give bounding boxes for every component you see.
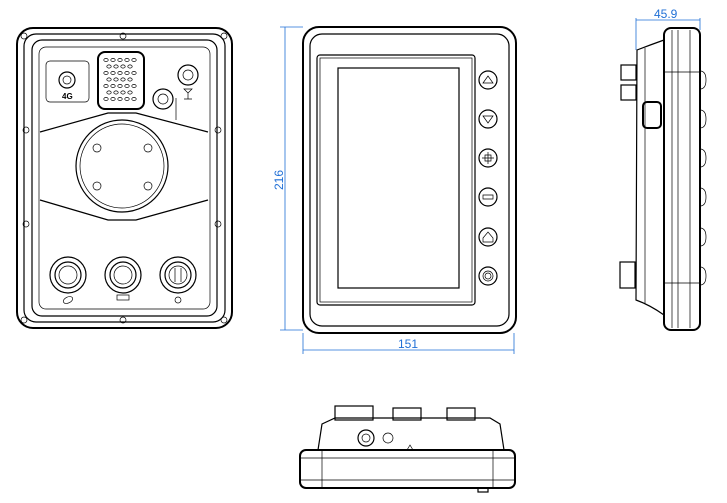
- home-button[interactable]: [478, 227, 498, 247]
- wifi-port: [152, 88, 177, 120]
- side-button: [699, 187, 707, 207]
- back-view: 4G: [16, 27, 233, 329]
- speaker-hole: [103, 58, 109, 62]
- speaker-hole: [120, 64, 126, 69]
- minus-button[interactable]: [478, 187, 498, 207]
- speaker-hole: [106, 77, 112, 82]
- speaker-hole: [131, 84, 137, 88]
- speaker-hole: [110, 71, 116, 75]
- connector-left: [49, 256, 87, 304]
- side-button: [699, 266, 707, 286]
- width-label: 151: [398, 337, 418, 351]
- speaker-hole: [127, 64, 133, 69]
- bottom-view: [299, 405, 516, 493]
- speaker-hole: [117, 58, 123, 62]
- plus-icon: [482, 152, 494, 164]
- side-button: [699, 109, 707, 129]
- speaker-hole: [124, 71, 130, 75]
- antenna-label: 4G: [62, 92, 73, 101]
- gps-port: [177, 64, 199, 100]
- minus-icon: [482, 194, 494, 200]
- 4g-antenna-port: 4G: [45, 60, 90, 103]
- height-label: 216: [272, 170, 286, 190]
- down-arrow-icon: [482, 115, 494, 124]
- speaker-hole: [131, 58, 137, 62]
- side-view: [619, 27, 707, 331]
- dimension-depth: 45.9: [635, 7, 701, 50]
- speaker-hole: [113, 77, 119, 82]
- usb-port: [642, 101, 662, 129]
- mount-plate: [75, 119, 169, 213]
- front-view: [302, 26, 517, 334]
- up-arrow-button[interactable]: [478, 70, 498, 90]
- side-button: [699, 70, 707, 90]
- speaker-hole: [103, 71, 109, 75]
- depth-label: 45.9: [654, 7, 678, 21]
- speaker-hole: [131, 97, 137, 101]
- plus-button[interactable]: [478, 148, 498, 168]
- speaker-hole: [103, 84, 109, 88]
- speaker-hole: [124, 97, 130, 101]
- dimension-height: 216: [272, 26, 303, 331]
- speaker-hole: [124, 58, 130, 62]
- side-button: [699, 148, 707, 168]
- speaker-hole: [117, 71, 123, 75]
- speaker-grille: [97, 51, 145, 110]
- down-arrow-button[interactable]: [478, 109, 498, 129]
- speaker-hole: [110, 84, 116, 88]
- connector-middle: [104, 256, 142, 301]
- speaker-hole: [117, 84, 123, 88]
- corner-screws: [20, 32, 228, 324]
- up-arrow-icon: [482, 75, 494, 84]
- speaker-hole: [106, 90, 112, 95]
- speaker-hole: [103, 97, 109, 101]
- speaker-hole: [110, 97, 116, 101]
- speaker-hole: [106, 64, 112, 69]
- speaker-hole: [110, 58, 116, 62]
- speaker-hole: [120, 77, 126, 82]
- home-icon: [482, 231, 494, 243]
- speaker-hole: [131, 71, 137, 75]
- speaker-hole: [120, 90, 126, 95]
- power-icon: [482, 270, 494, 282]
- power-button[interactable]: [478, 266, 498, 286]
- dimension-width: 151: [302, 333, 515, 354]
- speaker-hole: [124, 84, 130, 88]
- speaker-hole: [113, 90, 119, 95]
- connector-power: [159, 256, 197, 304]
- speaker-hole: [127, 77, 133, 82]
- speaker-hole: [117, 97, 123, 101]
- display-screen: [337, 67, 460, 289]
- speaker-hole: [127, 90, 133, 95]
- side-button: [699, 227, 707, 247]
- speaker-hole: [113, 64, 119, 69]
